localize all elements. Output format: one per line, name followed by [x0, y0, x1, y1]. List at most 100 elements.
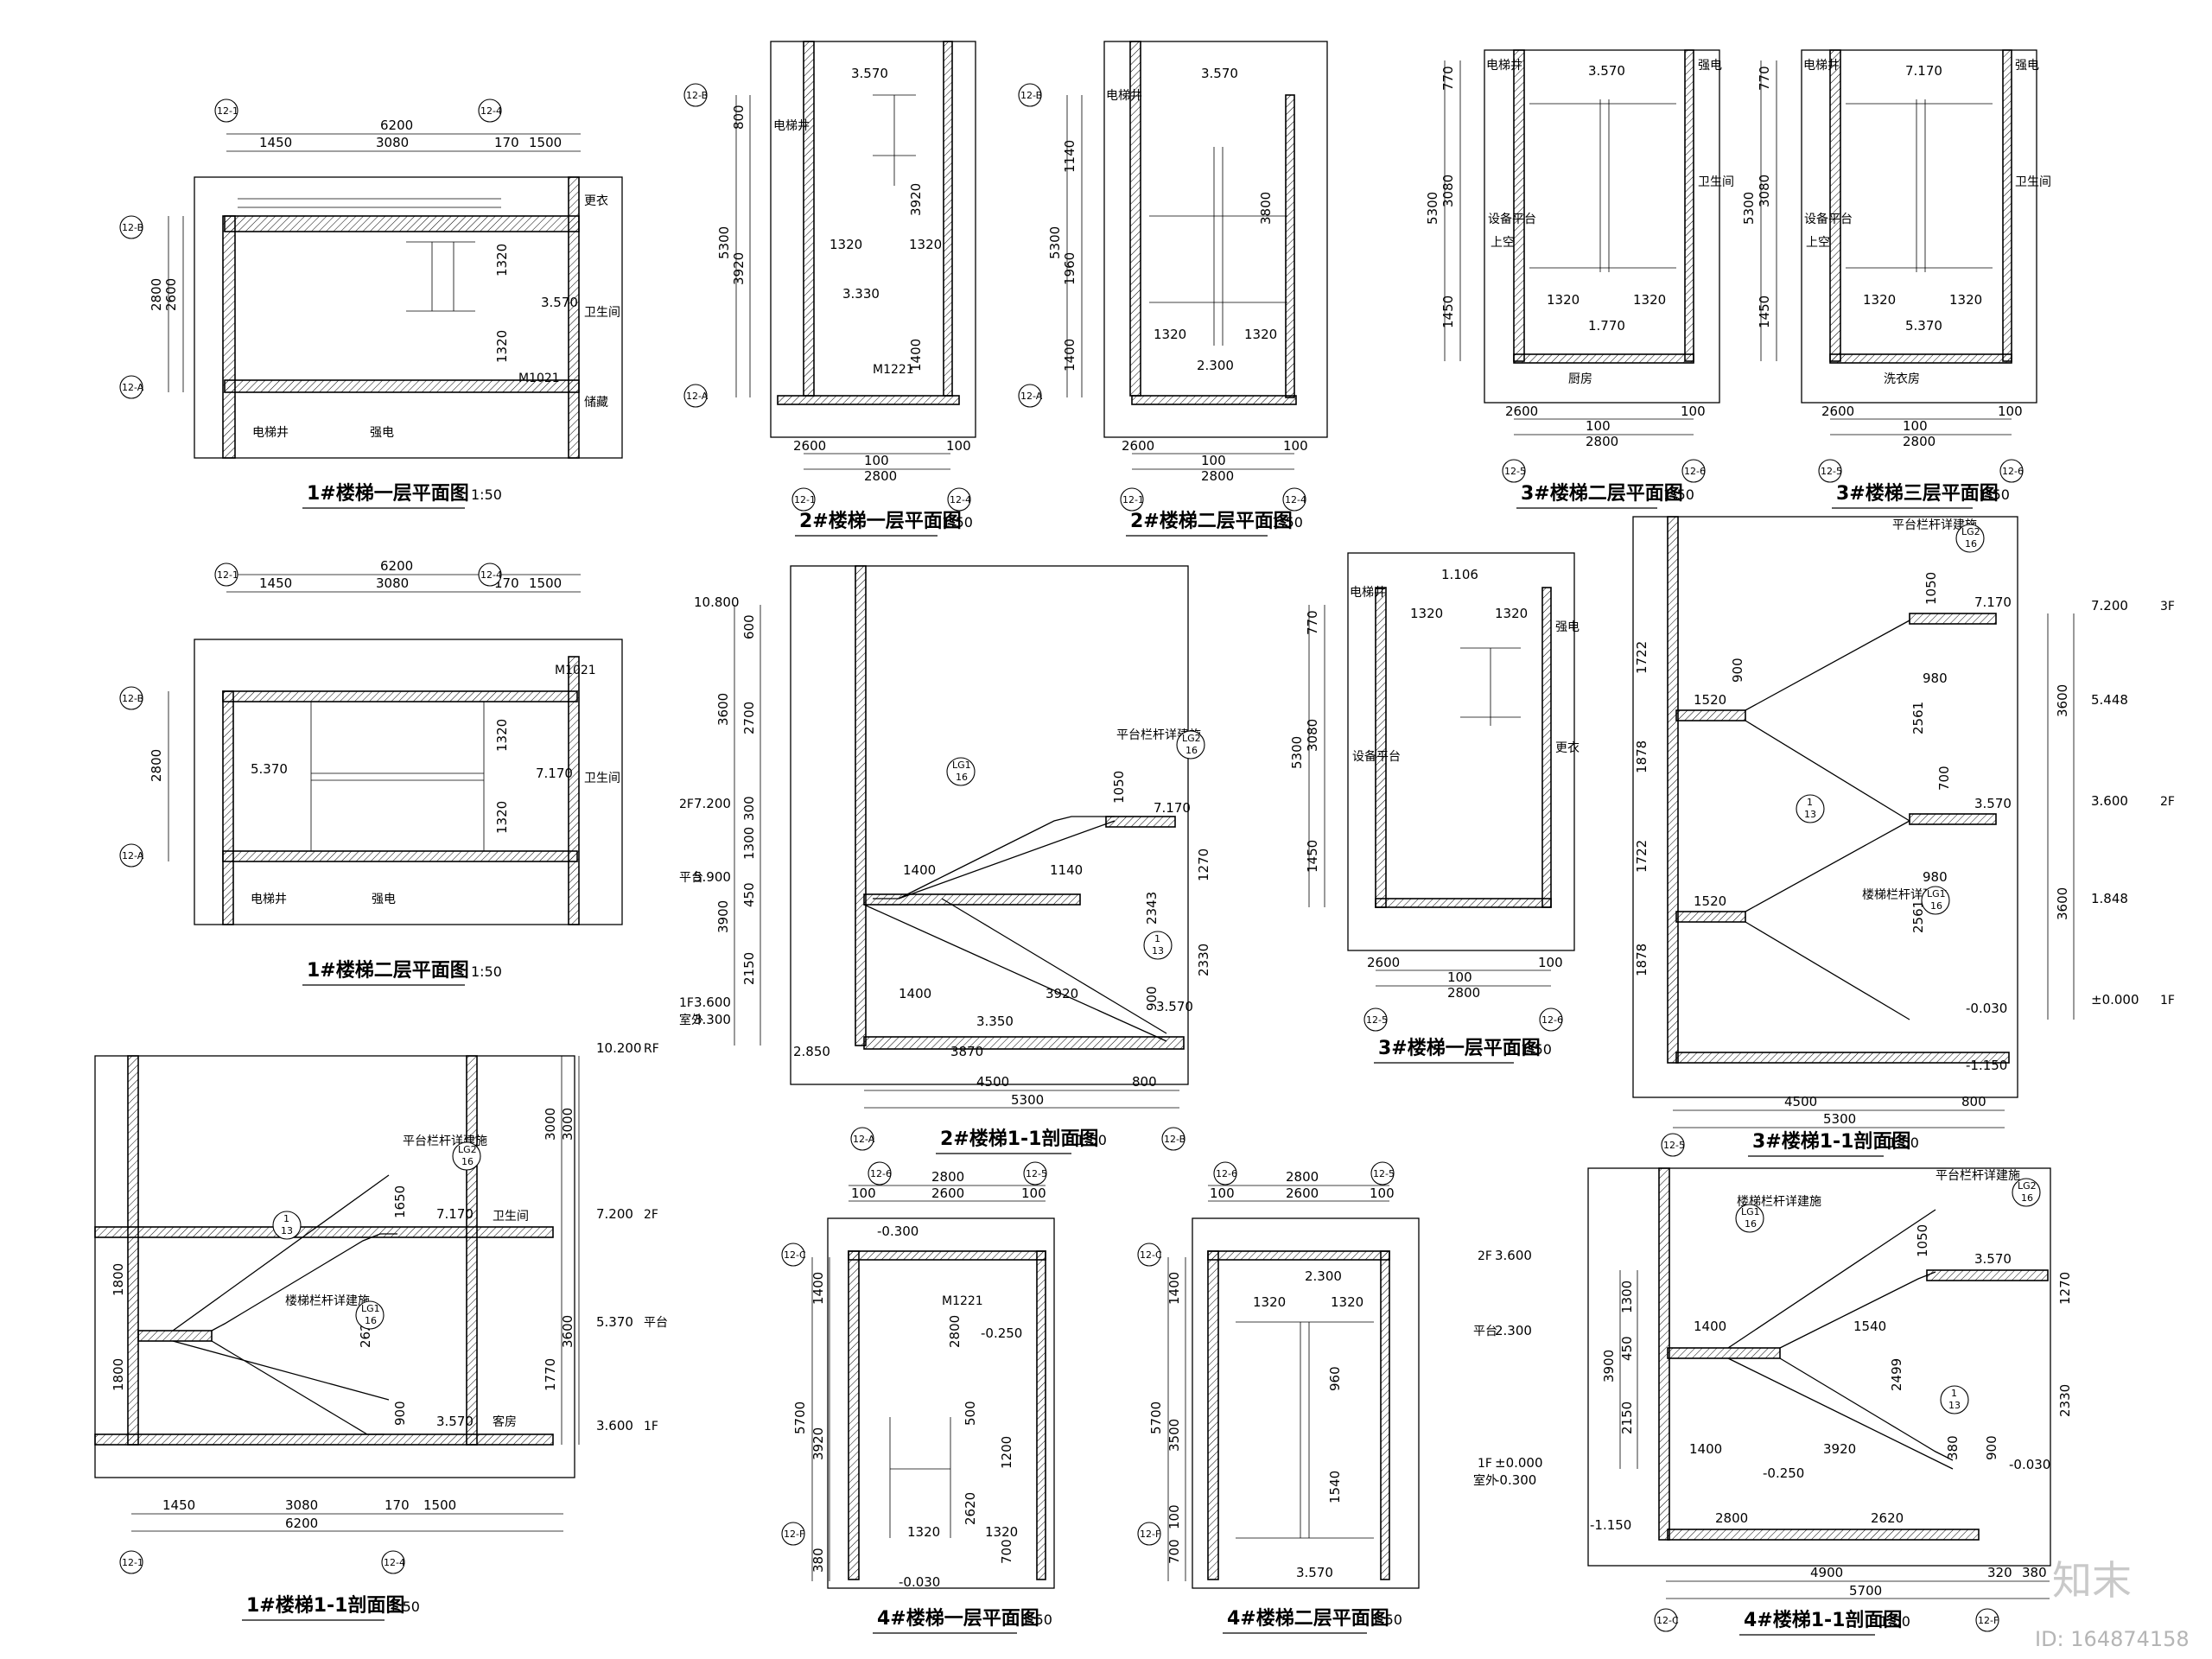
- dim-text: 2800: [864, 468, 897, 484]
- dim-text: 2600: [1122, 438, 1154, 454]
- drawing-scale: 1:50: [1272, 514, 1303, 531]
- axis-label: 12-F: [1978, 1615, 1999, 1626]
- dim-text: 100: [1166, 1504, 1182, 1529]
- axis-label: 12-B: [122, 693, 143, 704]
- level-mark: 5.370: [596, 1314, 633, 1330]
- drawing-d5: 5300 770 3080 1450 1320 1320 电梯井 强电 卫生间 …: [1741, 49, 2051, 509]
- level-tag: 2F: [1478, 1249, 1492, 1263]
- dim-text: 4500: [976, 1074, 1009, 1090]
- drawing-d8: 5300 770 3080 1450 1320 1320 电梯井 强电 更衣 设…: [1289, 552, 1580, 1064]
- room-label: 设备平台: [1488, 212, 1536, 226]
- room-label: 设备平台: [1352, 749, 1401, 764]
- dim-text: 5700: [1849, 1583, 1882, 1599]
- dim-text: 1520: [1694, 893, 1726, 909]
- room-label: 设备平台: [1804, 212, 1853, 226]
- level-mark: 7.170: [1905, 63, 1942, 79]
- drawing-title: 1#楼梯一层平面图: [307, 482, 469, 505]
- callout-text: LG1: [952, 760, 971, 771]
- dim-text: 1400: [1694, 1319, 1726, 1334]
- dim-text: 1878: [1634, 944, 1649, 976]
- level-mark: 3.600: [2091, 793, 2128, 809]
- dim-text: 2600: [1367, 955, 1400, 970]
- dim-text: 800: [1961, 1094, 1986, 1109]
- drawing-scale: 1:50: [389, 1599, 420, 1615]
- level-mark: -0.030: [899, 1574, 940, 1590]
- callout-text: 1: [283, 1213, 289, 1224]
- level-mark: 7.200: [2091, 598, 2128, 613]
- axis-label: 12-5: [1373, 1168, 1395, 1179]
- level-tag: 2F: [679, 798, 694, 811]
- axis-label: 12-5: [1663, 1140, 1685, 1151]
- callout-text: LG1: [1741, 1206, 1760, 1217]
- axis-label: 12-6: [2002, 466, 2024, 477]
- dim-text: 2620: [963, 1492, 978, 1525]
- door-label: M1021: [555, 664, 596, 677]
- callout-text: 16: [1930, 900, 1942, 912]
- room-label: 上空: [1491, 236, 1515, 250]
- level-tag: 1F: [2160, 994, 2175, 1007]
- dim-text: 1320: [1863, 292, 1896, 308]
- level-mark: 3.570: [1201, 66, 1238, 81]
- dim-text: 3800: [1258, 192, 1274, 225]
- dim-text: 770: [1440, 66, 1456, 91]
- dim-text: 100: [1586, 418, 1611, 434]
- dim-text: 2600: [163, 278, 179, 311]
- drawing-scale: 1:50: [942, 514, 973, 531]
- dim-text: 2600: [1505, 404, 1538, 419]
- drawing-title: 4#楼梯1-1剖面图: [1744, 1609, 1903, 1631]
- room-label: 卫生间: [493, 1210, 529, 1224]
- dim-text: 1400: [1166, 1272, 1182, 1305]
- level-mark: 5.900: [694, 869, 731, 885]
- dim-text: 2800: [1286, 1169, 1319, 1185]
- level-mark: 7.170: [536, 766, 573, 781]
- dim-text: 3500: [1166, 1419, 1182, 1452]
- callout-text: LG1: [361, 1303, 380, 1314]
- level-mark: 3.570: [541, 295, 578, 310]
- drawing-scale: 1:50: [1879, 1613, 1910, 1630]
- dim-text: 100: [1021, 1185, 1046, 1201]
- dim-text: 2800: [149, 749, 164, 782]
- dim-text: 1320: [494, 330, 510, 363]
- dim-text: 1320: [830, 237, 862, 252]
- drawing-scale: 1:50: [1371, 1611, 1402, 1628]
- axis-label: 12-1: [794, 494, 816, 505]
- dim-text: 1140: [1062, 140, 1077, 173]
- drawing-title: 1#楼梯二层平面图: [307, 959, 469, 982]
- dim-text: 770: [1305, 610, 1320, 635]
- dim-text: 1270: [2057, 1272, 2073, 1305]
- dim-text: 300: [741, 796, 757, 821]
- drawing-scale: 1:50: [1663, 486, 1694, 503]
- dim-text: 700: [999, 1539, 1014, 1564]
- dim-text: 1450: [1305, 840, 1320, 873]
- dim-text: 1050: [1111, 771, 1127, 804]
- room-label: 强电: [1555, 620, 1580, 634]
- callout-text: 16: [956, 772, 968, 783]
- dim-text: 5300: [1047, 226, 1063, 259]
- level-mark: 1.770: [1588, 318, 1625, 334]
- drawing-d2: 5300 800 3920 1400 1320 1320 3920 电梯井 M1…: [683, 41, 976, 537]
- dim-text: 1878: [1634, 741, 1649, 773]
- drawing-d13: 1300 450 3900 2150 1050 1270 2499 2330 9…: [1473, 1167, 2073, 1636]
- callout-text: 16: [365, 1315, 377, 1326]
- dim-text: 770: [1757, 66, 1772, 91]
- level-mark: -0.030: [1966, 1001, 2007, 1016]
- drawing-title: 2#楼梯1-1剖面图: [940, 1128, 1099, 1150]
- room-label: 强电: [2015, 59, 2039, 73]
- axis-label: 12-A: [122, 382, 144, 393]
- dim-text: 100: [1370, 1185, 1395, 1201]
- dim-text: 900: [1984, 1435, 1999, 1460]
- dim-text: 700: [1936, 766, 1952, 791]
- dim-text: 2800: [1201, 468, 1234, 484]
- dim-text: 100: [946, 438, 971, 454]
- drawing-title: 4#楼梯一层平面图: [877, 1607, 1039, 1630]
- dim-text: 3080: [376, 575, 409, 591]
- dim-text: 5300: [1289, 736, 1305, 769]
- dim-text: 1140: [1050, 862, 1083, 878]
- dim-text: 2800: [1447, 985, 1480, 1001]
- callout-text: LG2: [1961, 526, 1980, 537]
- level-mark: 7.200: [596, 1206, 633, 1222]
- watermark-logo: 知末: [2052, 1557, 2132, 1604]
- axis-label: 12-5: [1026, 1168, 1047, 1179]
- dim-text: 2800: [1715, 1510, 1748, 1526]
- axis-label: 12-F: [784, 1529, 804, 1540]
